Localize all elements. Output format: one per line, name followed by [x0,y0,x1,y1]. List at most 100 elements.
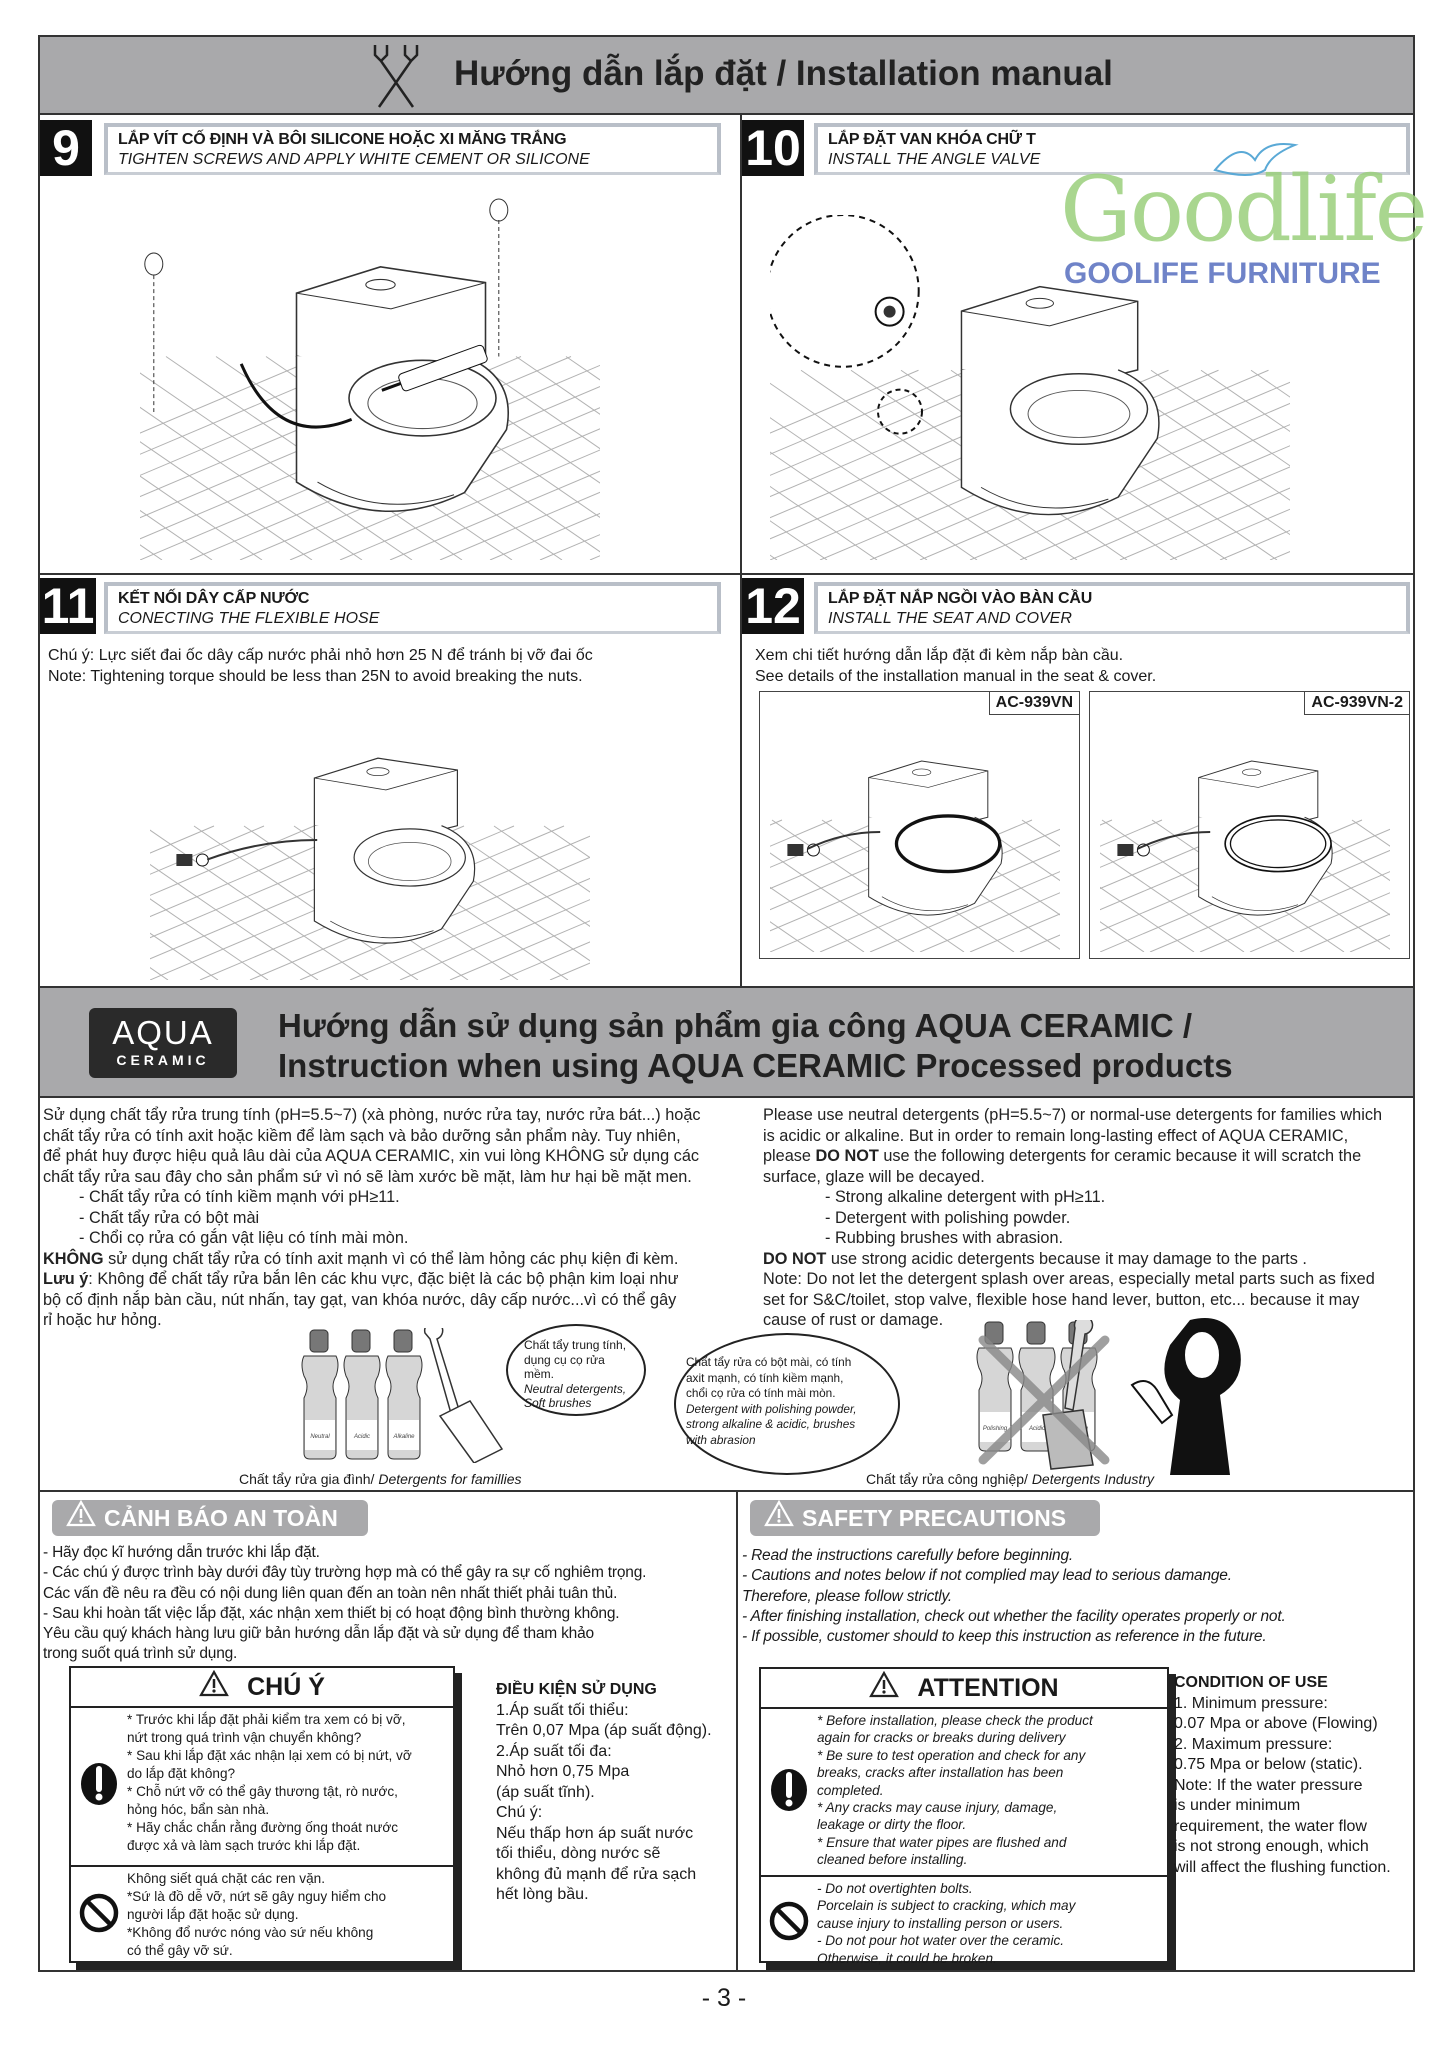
text-line: chất tẩy rửa có tính axit hoặc kiềm để l… [43,1126,681,1145]
condition-line: Nếu thấp hơn áp suất nước [496,1824,694,1842]
watermark-brand: Goodlife [1060,157,1428,262]
aqua-header: AQUA CERAMIC Hướng dẫn sử dụng sản phẩm … [40,986,1413,1098]
step-11-note: Chú ý: Lực siết đai ốc dây cấp nước phải… [48,645,593,687]
bullet-item: - Chất tẩy rửa có tính kiềm mạnh với pH≥… [79,1188,400,1206]
safety-line: - If possible, customer should to keep t… [742,1628,1267,1646]
header-text: CẢNH BÁO AN TOÀN [104,1504,338,1531]
safety-line: - Các chú ý được trình bày dưới đây tùy … [43,1564,647,1582]
toilet-drawing [0,757,1165,981]
text-line: để phát huy được hiệu quả lâu dài của AQ… [43,1147,700,1165]
text-line: surface, glaze will be decayed. [763,1167,985,1186]
model-2-illustration [751,712,1448,953]
step-9-label: LẮP VÍT CỐ ĐỊNH VÀ BÔI SILICONE HOẶC XI … [104,123,721,175]
safety-text-vn: - Hãy đọc kĩ hướng dẫn trước khi lắp đặt… [43,1543,738,1665]
caution-line: có thể gây vỡ sứ. [127,1943,233,1958]
speech-bubble-good: Chất tẩy trung tính, dụng cụ cọ rửa mềm.… [506,1324,646,1416]
caution-line: * Before installation, please check the … [817,1713,1093,1728]
bubble-text: Chất tẩy rửa có bột mài, có tính [686,1355,852,1369]
warning-line: KHÔNG sử dụng chất tẩy rửa có tính axit … [43,1249,743,1270]
caption-household: Chất tẩy rửa gia đình/ Detergents for fa… [239,1471,522,1487]
text: use strong acidic detergents because it … [826,1249,1307,1268]
bullet-item: - Chất tẩy rửa có bột mài [79,1208,260,1227]
divider [40,573,1413,575]
text: sử dụng chất tẩy rửa có tính axit mạnh v… [103,1249,679,1268]
note-line: bộ cố định nắp bàn cầu, nút nhấn, tay gạ… [43,1290,677,1309]
step-title-vn: LẮP ĐẶT NẮP NGỒI VÀO BÀN CẦU [828,590,1093,607]
watermark-tagline: GOOLIFE FURNITURE [1064,257,1381,290]
caution-line: completed. [817,1782,884,1798]
step-number: 11 [40,578,96,634]
aqua-title-line: Instruction when using AQUA CERAMIC Proc… [278,1047,1233,1084]
condition-line: Nhỏ hơn 0,75 Mpa [496,1763,630,1780]
page-title: Hướng dẫn lắp đặt / Installation manual [454,54,1113,93]
step-title-en: TIGHTEN SCREWS AND APPLY WHITE CEMENT OR… [118,151,590,168]
condition-line: (áp suất tĩnh). [496,1783,595,1801]
caution-line: Otherwise, it could be broken. [817,1950,997,1966]
step-title-vn: LẮP ĐẶT VAN KHÓA CHỮ T [828,131,1036,148]
caution-box-vn: CHÚ Ý * Trước khi lắp đặt phải kiểm tra … [69,1666,455,1963]
text: please [763,1147,816,1165]
caution-line: * Trước khi lắp đặt phải kiểm tra xem có… [127,1712,406,1727]
caption-en: Detergents for famillies [378,1471,522,1487]
bubble-text: Soft brushes [524,1396,592,1410]
safety-line: Yêu cầu quý khách hàng lưu giữ bản hướng… [43,1625,594,1643]
safety-line: trong suốt quá trình sử dụng. [43,1645,238,1663]
caution-line: *Không đổ nước nóng vào sứ nếu không [127,1925,374,1940]
bubble-text: Detergent with polishing powder, [686,1401,857,1416]
caution-line: hỏng hóc, bẩn sàn nhà. [127,1802,270,1817]
condition-line: hết lòng bầu. [496,1886,589,1903]
bubble-text: dụng cụ cọ rửa mềm. [524,1352,605,1382]
note-line: set for S&C/toilet, stop valve, flexible… [763,1290,1360,1309]
caution-line: leakage or dirty the floor. [817,1817,967,1833]
speech-bubble-bad: Chất tẩy rửa có bột mài, có tính axit mạ… [674,1333,900,1475]
step-number: 9 [40,120,92,176]
text-line: is acidic or alkaline. But in order to r… [763,1126,1349,1145]
industrial-detergents-illustration: PolishingAcidicStrong [976,1320,1110,1470]
caution-line: * Sau khi lắp đặt xác nhận lại xem có bị… [127,1748,412,1763]
divider [740,115,742,986]
logo-sub: CERAMIC [116,1052,210,1068]
step-9-illustration [0,190,1272,561]
caution-line: * Be sure to test operation and check fo… [817,1747,1086,1763]
silicone-gun [381,344,488,392]
page-number: - 3 - [701,1984,747,2012]
caption-industrial: Chất tẩy rửa công nghiệp/ Detergents Ind… [866,1471,1154,1487]
condition-line: 2. Maximum pressure: [1174,1735,1333,1753]
safety-line: - Sau khi hoàn tất việc lắp đặt, xác nhậ… [43,1604,620,1622]
note-vn: Xem chi tiết hướng dẫn lắp đặt đi kèm nắ… [755,647,1124,664]
caution-line: được xả và làm sạch trước khi lắp đặt. [127,1838,361,1853]
safety-line: - Read the instructions carefully before… [742,1547,1073,1564]
caution-line: cleaned before installing. [817,1852,968,1868]
note-vn: Chú ý: Lực siết đai ốc dây cấp nước phải… [48,647,593,664]
safety-header-en: SAFETY PRECAUTIONS [750,1499,1100,1536]
bullet-item: - Detergent with polishing powder. [825,1208,1071,1227]
step-title-en: CONECTING THE FLEXIBLE HOSE [118,610,380,627]
toilet-drawing [751,760,1448,953]
title-bar: Hướng dẫn lắp đặt / Installation manual [40,37,1413,115]
caption-vn: Chất tẩy rửa gia đình/ [239,1471,379,1487]
model-label: AC-939VN [988,692,1079,715]
angle-valve [176,853,209,867]
safety-line: - After finishing installation, check ou… [742,1607,1286,1625]
detergent-bottle: Polishing [976,1321,1014,1452]
page-frame [38,35,1415,1972]
aqua-ceramic-logo: AQUA CERAMIC [89,1008,237,1078]
warning-triangle-icon [66,1499,96,1536]
svg-text:Acidic: Acidic [353,1434,370,1440]
bubble-text: axit mạnh, có tính kiềm mạnh, [686,1370,844,1385]
safety-line: Therefore, please follow strictly. [742,1587,952,1605]
toilet-drawing [421,760,1448,953]
step-10-label: LẮP ĐẶT VAN KHÓA CHỮ T INSTALL THE ANGLE … [814,123,1410,175]
caution-line: * Ensure that water pipes are flushed an… [817,1834,1067,1850]
step-title-en: INSTALL THE ANGLE VALVE [828,151,1041,168]
bold-text: KHÔNG [43,1249,104,1268]
condition-line: tối thiểu, dòng nước sẽ [496,1845,661,1862]
caution-line: - Do not pour hot water over the ceramic… [817,1933,1065,1949]
caption-en: Detergents Industry [1031,1471,1154,1487]
step-number: 12 [742,578,804,634]
step-title-vn: KẾT NỐI DÂY CẤP NƯỚC [118,590,310,607]
svg-text:Polishing: Polishing [983,1426,1008,1432]
